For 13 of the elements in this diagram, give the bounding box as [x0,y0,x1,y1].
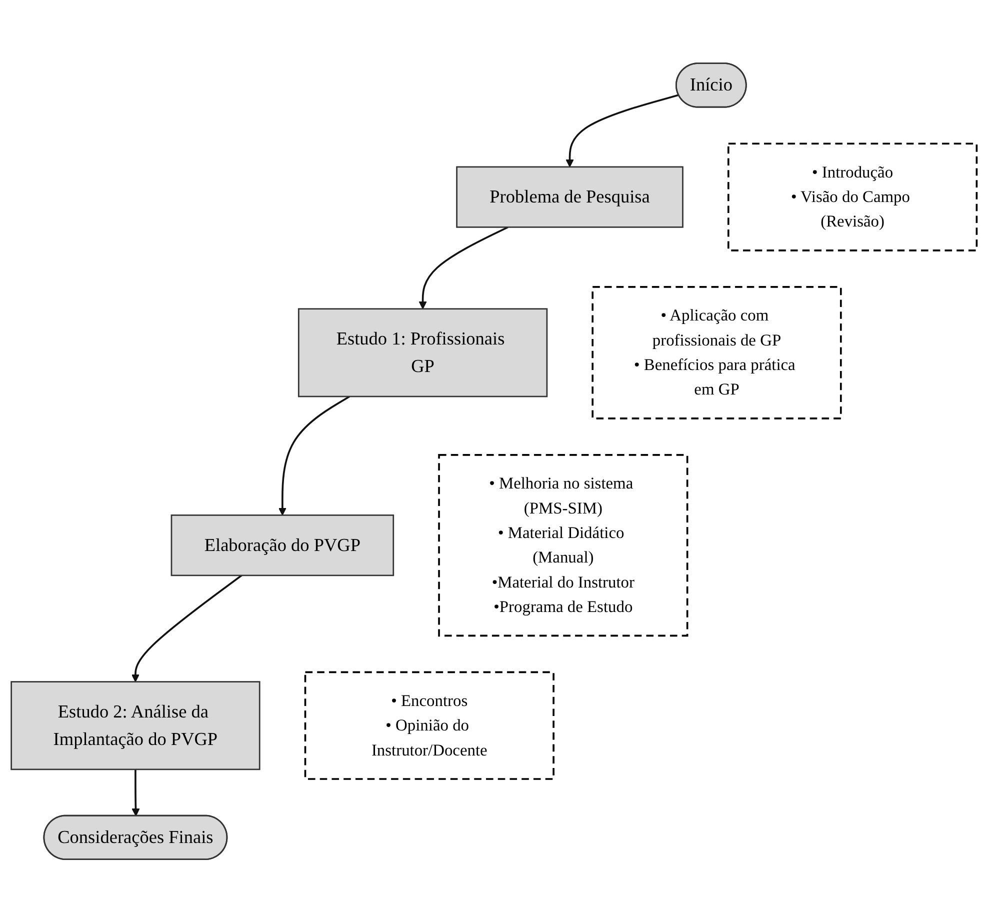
node-box: • Encontros • Opinião do Instrutor/Docente [304,671,554,780]
node-box: • Melhoria no sistema (PMS-SIM) • Material Didático (Manual) •Material do Instrutor •Programa de Estudo [438,454,688,637]
node-box: Estudo 1: Profissionais GP [298,308,548,398]
arrow [278,396,350,516]
arrow [131,574,242,682]
arrow [132,770,140,817]
node-box: • Introdução • Visão do Campo (Revisão) [727,142,978,252]
node-box: Problema de Pesquisa [456,166,684,228]
node-box: Elaboração do PVGP [170,514,394,576]
arrow [566,94,679,168]
node-box: Estudo 2: Análise da Implantação do PVGP [10,681,260,770]
node-box: • Aplicação com profissionais de GP • Benefícios para prática em GP [592,286,842,420]
arrow [418,226,508,310]
